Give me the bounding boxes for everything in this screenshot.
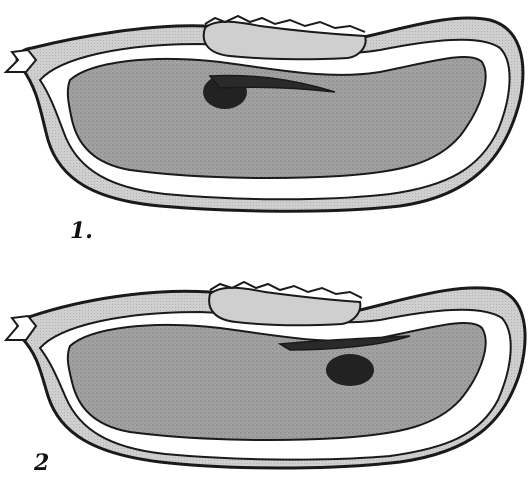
figure-label-1: 1. (70, 220, 93, 242)
seed-section-2 (6, 282, 525, 468)
seed-section-1 (6, 16, 523, 211)
dark-body-2 (326, 354, 374, 386)
embryo-2 (68, 323, 486, 440)
embryo-1 (68, 57, 486, 178)
figure-label-2: 2 (34, 452, 49, 474)
